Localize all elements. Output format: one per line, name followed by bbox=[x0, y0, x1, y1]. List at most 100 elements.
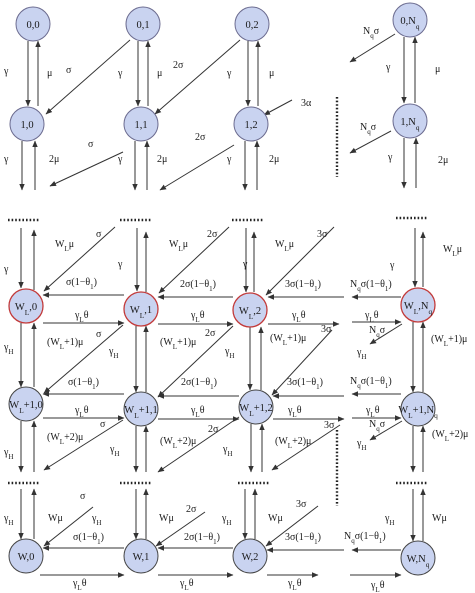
rate-label-wl-mu: WLμ bbox=[443, 244, 462, 258]
rate-label-sigma: σ bbox=[66, 65, 72, 76]
rate-label-gamma-l-theta: γLθ bbox=[179, 578, 194, 592]
rate-label-gamma-h: γH bbox=[109, 444, 119, 458]
rate-label-wl1-mu: (WL+1)μ bbox=[47, 337, 83, 351]
rate-label-gamma: γ bbox=[117, 154, 123, 165]
state-node-label: WL,0 bbox=[15, 302, 37, 317]
state-node-nL11: WL+1,1 bbox=[123, 391, 159, 427]
rate-label-gamma-h: γH bbox=[384, 513, 394, 527]
state-node-label: 0,0 bbox=[26, 20, 39, 31]
state-node-nL12: WL+1,2 bbox=[238, 389, 274, 425]
rate-label-two-sigma: 2σ bbox=[205, 328, 216, 339]
rate-label-two-mu: 2μ bbox=[49, 154, 59, 165]
rate-label-w-mu: Wμ bbox=[432, 513, 447, 524]
rate-label-three-sigma-1mt: 3σ(1−θ1) bbox=[285, 279, 321, 293]
rate-label-two-sigma-1mt: 2σ(1−θ1) bbox=[180, 279, 216, 293]
rate-label-two-mu: 2μ bbox=[157, 154, 167, 165]
transition-arrow bbox=[159, 144, 235, 191]
rate-label-gamma-l-theta: γLθ bbox=[190, 310, 205, 324]
transition-arrow bbox=[43, 226, 116, 292]
rate-label-two-sigma-1mt: 2σ(1−θ1) bbox=[184, 532, 220, 546]
rate-label-sigma-1mt: σ(1−θ1) bbox=[66, 277, 97, 291]
rate-label-sigma-1mt: σ(1−θ1) bbox=[73, 532, 104, 546]
rate-label-sigma: σ bbox=[96, 329, 102, 340]
rate-label-nq-sigma-1mt: Nqσ(1−θ1) bbox=[344, 531, 386, 545]
rate-label-nq-sigma-1mt: Nqσ(1−θ1) bbox=[350, 376, 392, 390]
rate-label-gamma-h: γH bbox=[356, 347, 366, 361]
rate-label-mu: μ bbox=[47, 68, 52, 79]
rate-label-gamma: γ bbox=[3, 154, 9, 165]
state-node-n02: 0,2 bbox=[234, 6, 270, 42]
transition-arrows bbox=[18, 33, 426, 578]
rate-label-wl2-mu: (WL+2)μ bbox=[47, 432, 83, 446]
rate-label-gamma: γ bbox=[117, 68, 123, 79]
rate-label-two-sigma: 2σ bbox=[195, 132, 206, 143]
transition-arrow bbox=[369, 420, 403, 441]
rate-label-gamma-l-theta: γLθ bbox=[190, 405, 205, 419]
rate-label-nq-sigma: Nqσ bbox=[363, 26, 380, 40]
rate-label-mu: μ bbox=[435, 64, 440, 75]
rate-label-gamma-h: γH bbox=[221, 513, 231, 527]
rate-label-three-sigma: 3σ bbox=[296, 499, 307, 510]
rate-label-three-sigma: 3σ bbox=[317, 229, 328, 240]
state-node-circle bbox=[392, 103, 428, 139]
rate-label-wl1-mu: (WL+1)μ bbox=[270, 333, 306, 347]
rate-label-sigma: σ bbox=[100, 419, 106, 430]
rate-label-wl-mu: WLμ bbox=[169, 239, 188, 253]
rate-label-gamma-h: γH bbox=[356, 438, 366, 452]
state-node-circle bbox=[232, 538, 268, 574]
state-node-circle bbox=[8, 386, 44, 422]
state-node-circle bbox=[125, 6, 161, 42]
state-node-label: W,1 bbox=[133, 552, 150, 563]
rate-label-wl2-mu: (WL+2)μ bbox=[432, 429, 468, 443]
rate-label-gamma-h: γH bbox=[222, 444, 232, 458]
state-node-nWN: W,Nq bbox=[400, 540, 436, 576]
state-node-nL1: WL,1 bbox=[123, 291, 159, 327]
rate-label-three-sigma: 3σ bbox=[321, 324, 332, 335]
rate-label-sigma-1mt: σ(1−θ1) bbox=[68, 377, 99, 391]
rate-label-w-mu: Wμ bbox=[268, 513, 283, 524]
rate-label-gamma-l-theta: γLθ bbox=[74, 310, 89, 324]
state-node-label: WL+1,0 bbox=[9, 400, 42, 415]
state-node-label: WL,Nq bbox=[404, 301, 433, 316]
transition-arrow bbox=[157, 416, 240, 473]
rate-label-gamma-l-theta: γLθ bbox=[287, 405, 302, 419]
state-node-label: WL+1,2 bbox=[239, 403, 272, 418]
transition-arrow bbox=[45, 39, 131, 115]
transition-arrow bbox=[158, 226, 230, 294]
state-node-circle bbox=[400, 287, 436, 323]
rate-label-sigma: σ bbox=[80, 491, 86, 502]
rate-label-w-mu: Wμ bbox=[159, 513, 174, 524]
transition-arrow bbox=[265, 226, 335, 296]
transition-arrow bbox=[349, 33, 396, 63]
rate-label-gamma-h: γH bbox=[224, 346, 234, 360]
ellipsis-dots bbox=[8, 97, 428, 506]
state-node-circle bbox=[8, 288, 44, 324]
state-node-n0N: 0,Nq bbox=[392, 2, 428, 38]
rate-label-gamma-l-theta: γLθ bbox=[72, 578, 87, 592]
rate-label-two-sigma-1mt: 2σ(1−θ1) bbox=[181, 377, 217, 391]
rate-label-three-alpha: 3α bbox=[301, 98, 312, 109]
state-node-label: 1,2 bbox=[244, 120, 257, 131]
state-node-nW0: W,0 bbox=[8, 538, 44, 574]
state-node-label: WL,1 bbox=[130, 305, 152, 320]
rate-label-gamma: γ bbox=[3, 66, 9, 77]
rate-label-gamma-h: γH bbox=[3, 513, 13, 527]
state-node-nW2: W,2 bbox=[232, 538, 268, 574]
state-node-nW1: W,1 bbox=[123, 538, 159, 574]
state-node-label: 0,2 bbox=[245, 20, 258, 31]
rate-label-wl-mu: WLμ bbox=[275, 239, 294, 253]
state-node-circle bbox=[400, 540, 436, 576]
state-node-label: WL,2 bbox=[239, 306, 261, 321]
rate-label-gamma-l-theta: γLθ bbox=[287, 578, 302, 592]
rate-label-gamma-h: γH bbox=[91, 513, 101, 527]
transition-arrow bbox=[369, 323, 403, 345]
rate-label-gamma: γ bbox=[226, 154, 232, 165]
transition-arrow bbox=[265, 505, 319, 547]
rate-label-wl2-mu: (WL+2)μ bbox=[160, 436, 196, 450]
state-node-label: WL+1,1 bbox=[124, 405, 157, 420]
rate-label-three-sigma: 3σ bbox=[324, 420, 335, 431]
state-node-label: 0,Nq bbox=[400, 16, 419, 31]
rate-label-two-sigma: 2σ bbox=[208, 424, 219, 435]
state-node-n12: 1,2 bbox=[233, 106, 269, 142]
